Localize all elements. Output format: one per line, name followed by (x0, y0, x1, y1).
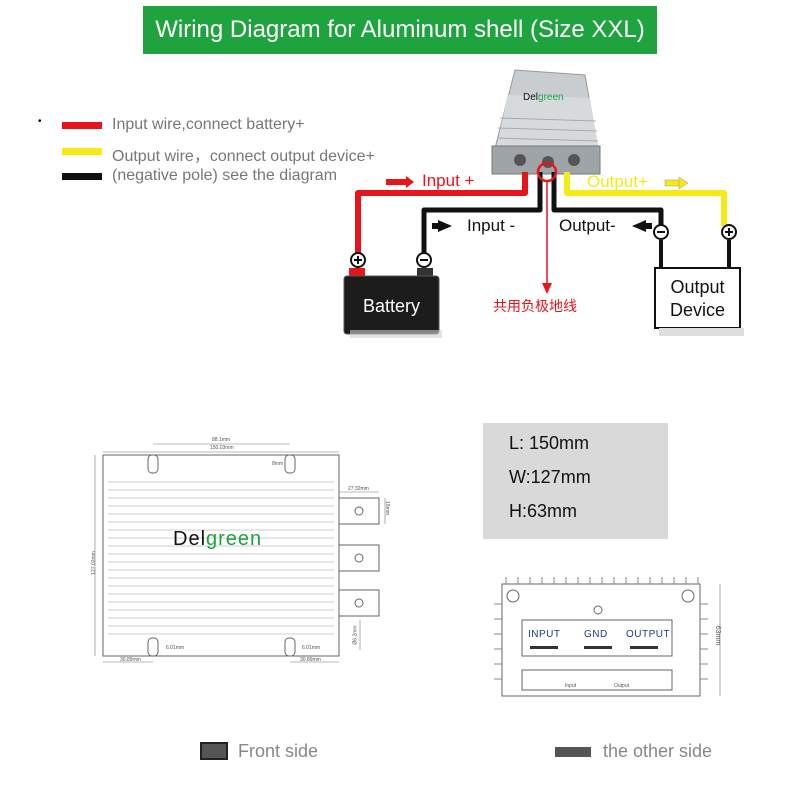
dim-top1: 88.1mm (212, 437, 231, 443)
side-drawing (494, 577, 721, 697)
caption-other: the other side (603, 741, 713, 761)
front-brand: Delgreen (173, 528, 262, 551)
output-neg-arrow (632, 220, 646, 232)
battery-label: Battery (362, 296, 421, 316)
legend-swatch-red (62, 122, 102, 129)
input-pos-arrow (386, 176, 414, 188)
dimensions-box: L: 150mm W:127mm H:63mm (483, 423, 668, 539)
legend-swatch-black (62, 173, 102, 180)
input-neg-arrow (438, 220, 452, 232)
dim-hole: Ø6.2mm (352, 625, 359, 645)
dim-length: L: 150mm (509, 433, 590, 453)
output-device-label: Output Device (655, 276, 740, 322)
side-small-input: Input (565, 683, 577, 689)
wiring-diagram (343, 69, 744, 338)
converter-brand-b: green (538, 92, 564, 103)
output-pos-arrow (664, 176, 689, 190)
label-output-neg: Output- (559, 216, 616, 235)
dim-bottom-left2: 30.89mm (120, 657, 141, 663)
converter-unit (491, 69, 601, 175)
output-device-line1: Output (670, 277, 725, 297)
black-wire-input (421, 172, 543, 255)
output-device-line2: Device (669, 300, 726, 320)
dim-bottom-right1: 6.01mm (302, 645, 321, 651)
legend-bullet: • (38, 116, 42, 127)
dim-bottom-right2: 30.89mm (300, 657, 321, 663)
red-wire (355, 172, 528, 255)
output-device-box (654, 267, 741, 329)
dim-right1: 27.32mm (348, 486, 369, 492)
converter-brand: Delgreen (523, 92, 564, 103)
legend-text-input: Input wire,connect battery+ (112, 116, 305, 133)
converter-brand-a: Del (523, 92, 539, 103)
dim-height: H:63mm (509, 501, 578, 521)
side-port-input: INPUT (528, 629, 561, 640)
front-side-icon (200, 742, 228, 760)
caption-front: Front side (238, 741, 319, 761)
legend: • Input wire,connect battery+ Output wir… (38, 112, 418, 192)
label-output-pos: Output+ (587, 172, 648, 191)
side-small-output: Output (614, 683, 630, 689)
front-drawing (94, 443, 386, 663)
side-port-output: OUTPUT (626, 629, 671, 640)
side-port-gnd: GND (584, 629, 608, 640)
dim-left: 127.02mm (90, 551, 97, 575)
side-height-label: 63mm (714, 625, 722, 646)
dim-right2: 18mm (383, 501, 390, 515)
legend-swatch-yellow (62, 148, 102, 155)
legend-text-output: Output wire，connect output device+ (112, 148, 375, 165)
other-side-icon (555, 747, 591, 757)
front-brand-b: green (206, 528, 263, 550)
yellow-wire (564, 172, 727, 226)
dim-top2: 150.03mm (210, 445, 234, 451)
dim-slot: 8mm (272, 461, 284, 467)
title-banner: Wiring Diagram for Aluminum shell (Size … (143, 6, 657, 54)
black-wire-output (551, 172, 664, 226)
label-input-pos: Input + (422, 171, 475, 190)
dim-width: W:127mm (509, 467, 591, 487)
dim-bottom-left1: 6.01mm (166, 645, 185, 651)
label-common-ground: 共用负极地线 (493, 298, 577, 314)
legend-text-negative: (negative pole) see the diagram (112, 167, 338, 184)
front-brand-a: Del (173, 528, 207, 550)
label-input-neg: Input - (467, 216, 516, 235)
